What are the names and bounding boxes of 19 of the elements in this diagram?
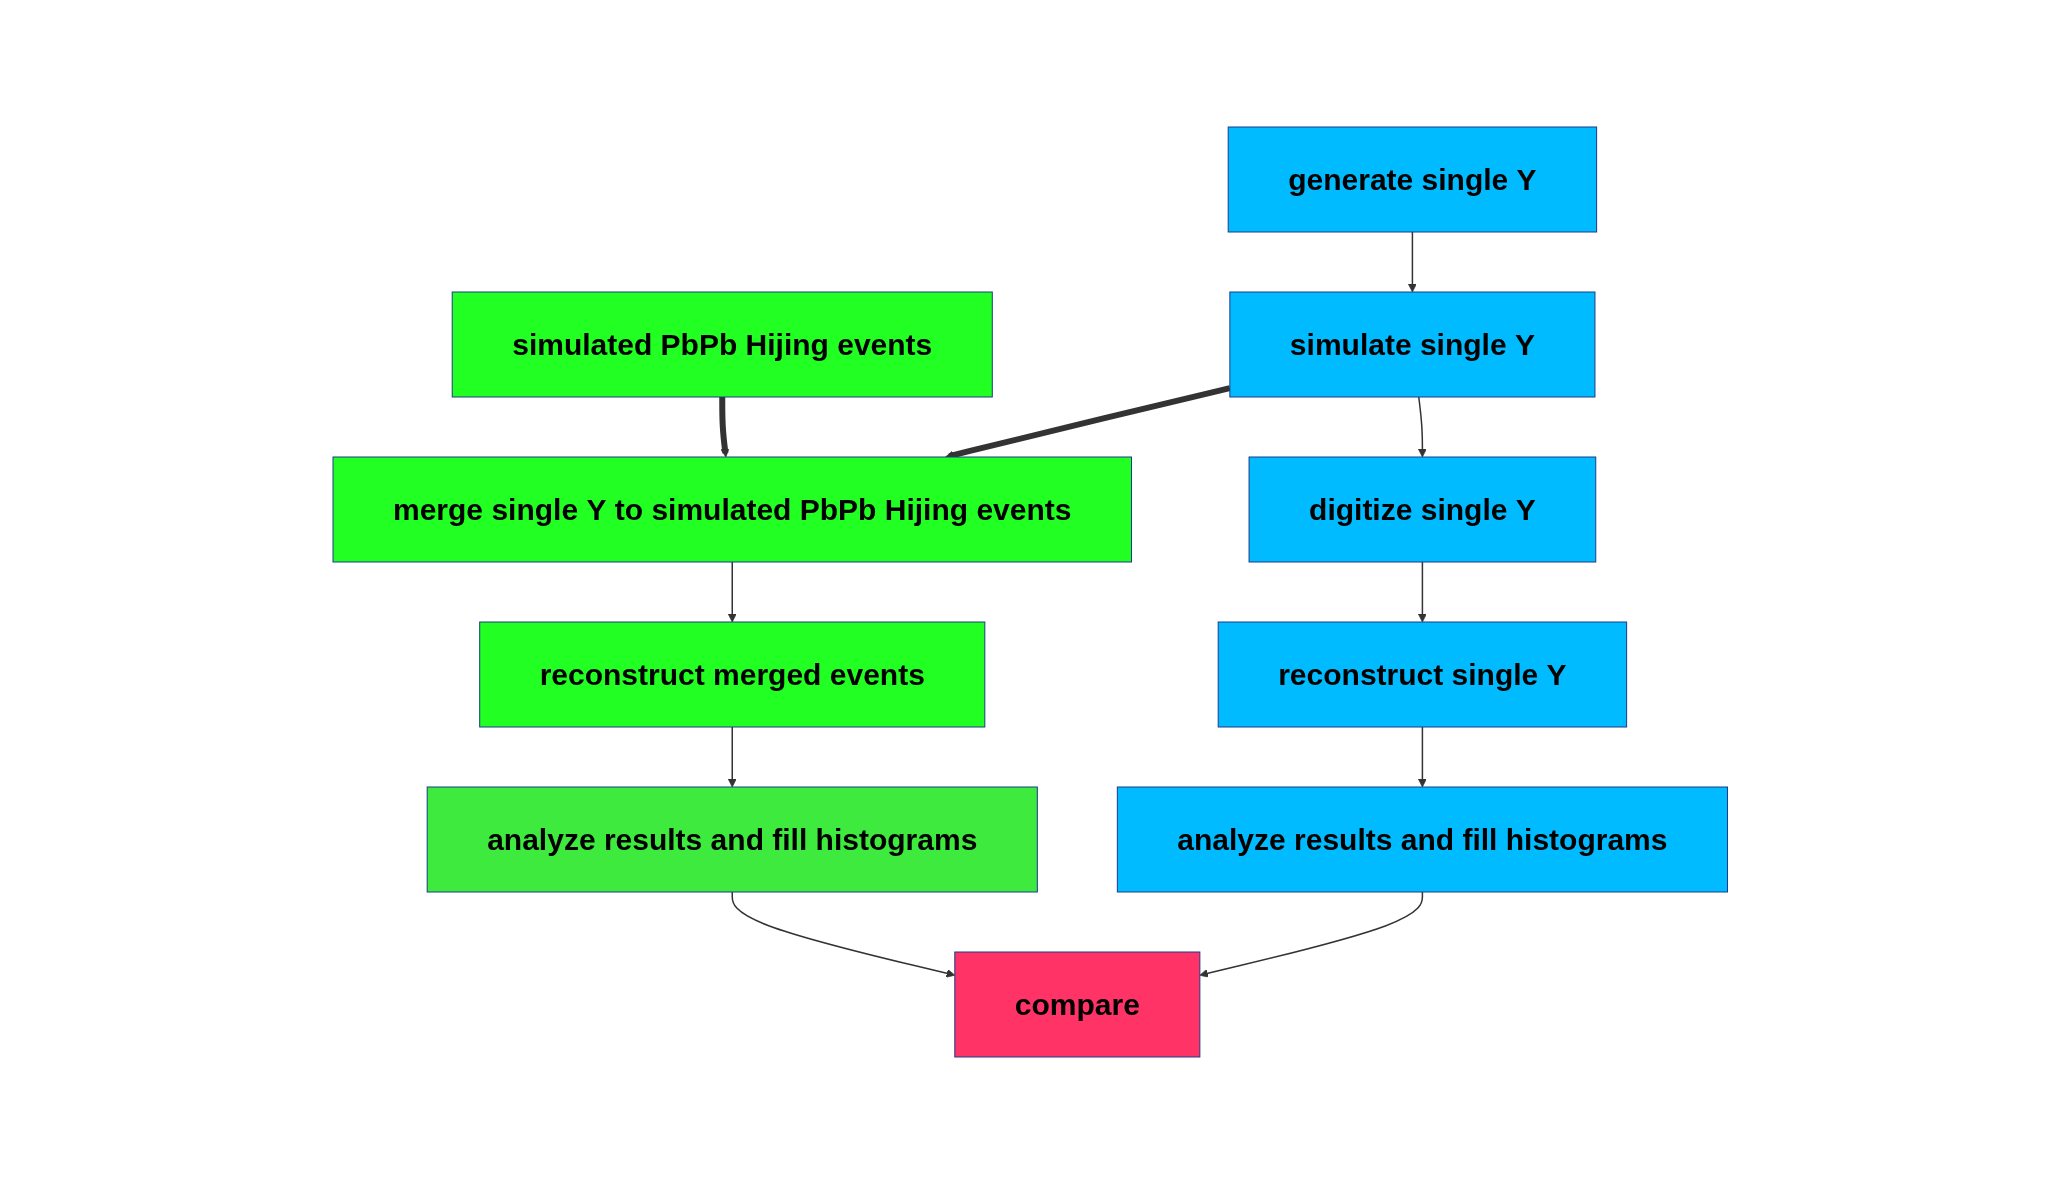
node-box: reconstruct single Υ bbox=[1217, 621, 1627, 727]
arrow bbox=[1417, 725, 1427, 787]
node-box: digitize single Υ bbox=[1248, 456, 1596, 562]
arrow bbox=[719, 396, 730, 457]
node-box: analyze results and fill histograms bbox=[426, 786, 1038, 892]
arrow bbox=[1417, 395, 1427, 457]
arrow bbox=[1199, 890, 1423, 978]
arrow bbox=[727, 560, 737, 622]
arrow bbox=[727, 725, 737, 787]
node-box: merge single Υ to simulated PbPb Hijing events bbox=[332, 456, 1132, 562]
node-box: simulate single Υ bbox=[1229, 291, 1596, 397]
node-box: reconstruct merged events bbox=[478, 621, 986, 727]
node-box: compare bbox=[954, 951, 1201, 1057]
node-box: analyze results and fill histograms bbox=[1116, 786, 1728, 892]
node-box: simulated PbPb Hijing events bbox=[451, 291, 993, 397]
arrow bbox=[1417, 560, 1427, 622]
arrow bbox=[1407, 230, 1417, 292]
arrow bbox=[731, 890, 955, 978]
node-box: generate single Υ bbox=[1227, 126, 1597, 232]
